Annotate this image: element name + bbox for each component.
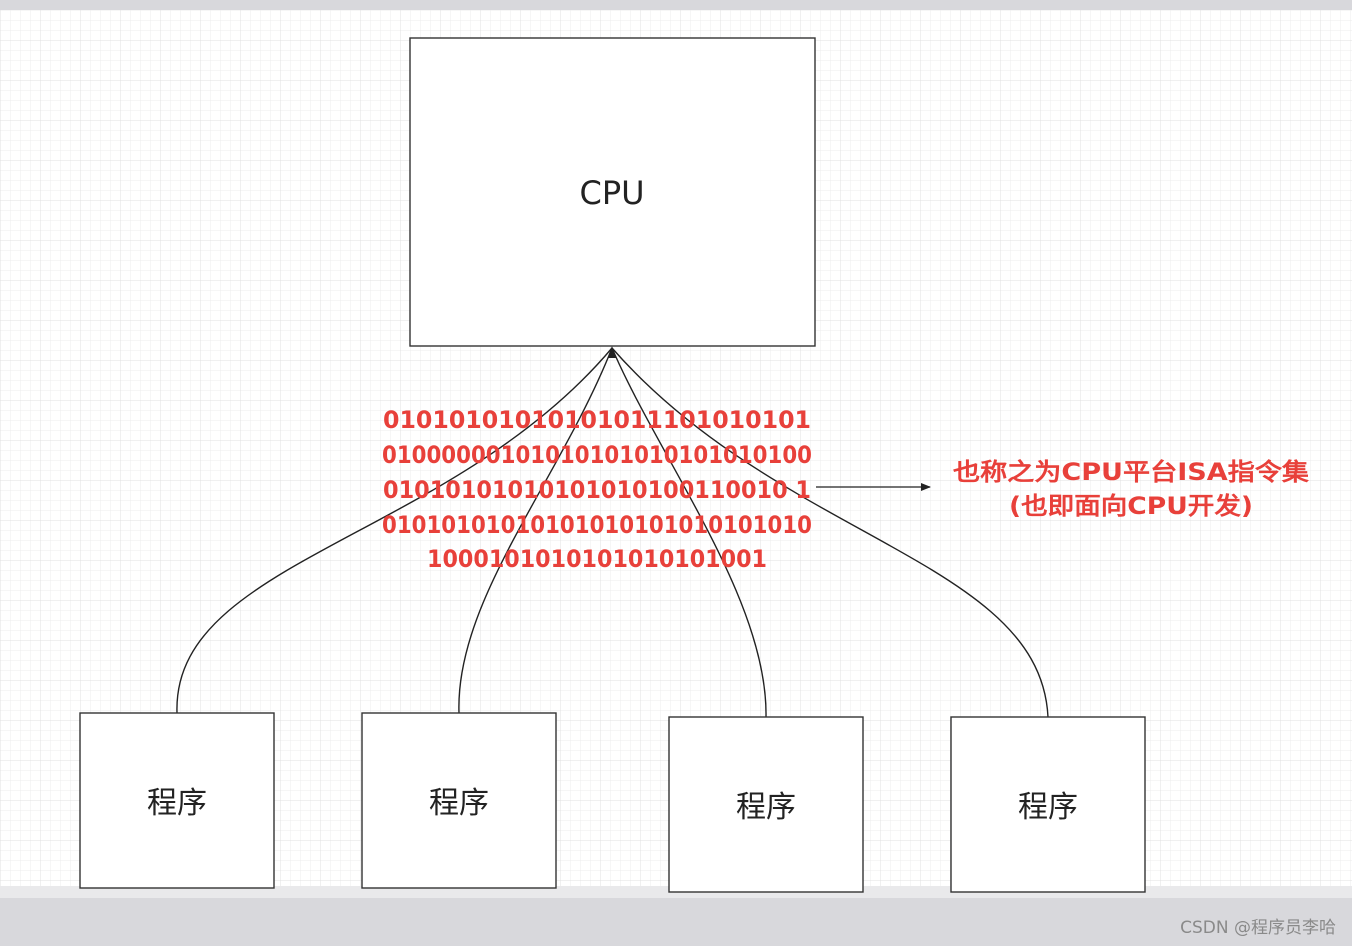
binary-line-4: 01010101010101010101010101010	[382, 511, 812, 539]
cpu-box[interactable]: CPU	[409, 37, 816, 347]
program-label: 程序	[147, 786, 207, 821]
program-box-3[interactable]: 程序	[668, 716, 864, 893]
connector-program-1	[176, 347, 613, 714]
binary-line-1: 01010101010101011101010101	[383, 406, 811, 434]
connector-program-3	[611, 347, 767, 718]
top-frame-strip	[0, 0, 1352, 10]
program-box-4[interactable]: 程序	[950, 716, 1146, 893]
program-label: 程序	[429, 786, 489, 821]
csdn-watermark: CSDN @程序员李哈	[1180, 918, 1336, 938]
connector-curves	[176, 347, 1049, 718]
binary-line-5: 1000101010101010101001	[427, 545, 767, 573]
note-line-2: (也即面向CPU开发)	[1009, 492, 1253, 520]
program-box-1[interactable]: 程序	[79, 712, 275, 889]
connector-program-2	[458, 347, 613, 714]
note-line-1: 也称之为CPU平台ISA指令集	[953, 458, 1310, 486]
binary-instruction-block: 01010101010101011101010101 0100000010101…	[382, 406, 812, 573]
cpu-label: CPU	[579, 174, 644, 212]
program-box-2[interactable]: 程序	[361, 712, 557, 889]
binary-line-2: 01000000101010101010101010100	[382, 441, 812, 469]
program-label: 程序	[736, 790, 796, 825]
program-label: 程序	[1018, 790, 1078, 825]
isa-note: 也称之为CPU平台ISA指令集 (也即面向CPU开发)	[953, 458, 1310, 520]
binary-line-3: 01010101010101010100110010 1	[383, 476, 811, 504]
connector-arrowhead-icon	[608, 346, 616, 358]
connector-program-4	[611, 347, 1049, 718]
